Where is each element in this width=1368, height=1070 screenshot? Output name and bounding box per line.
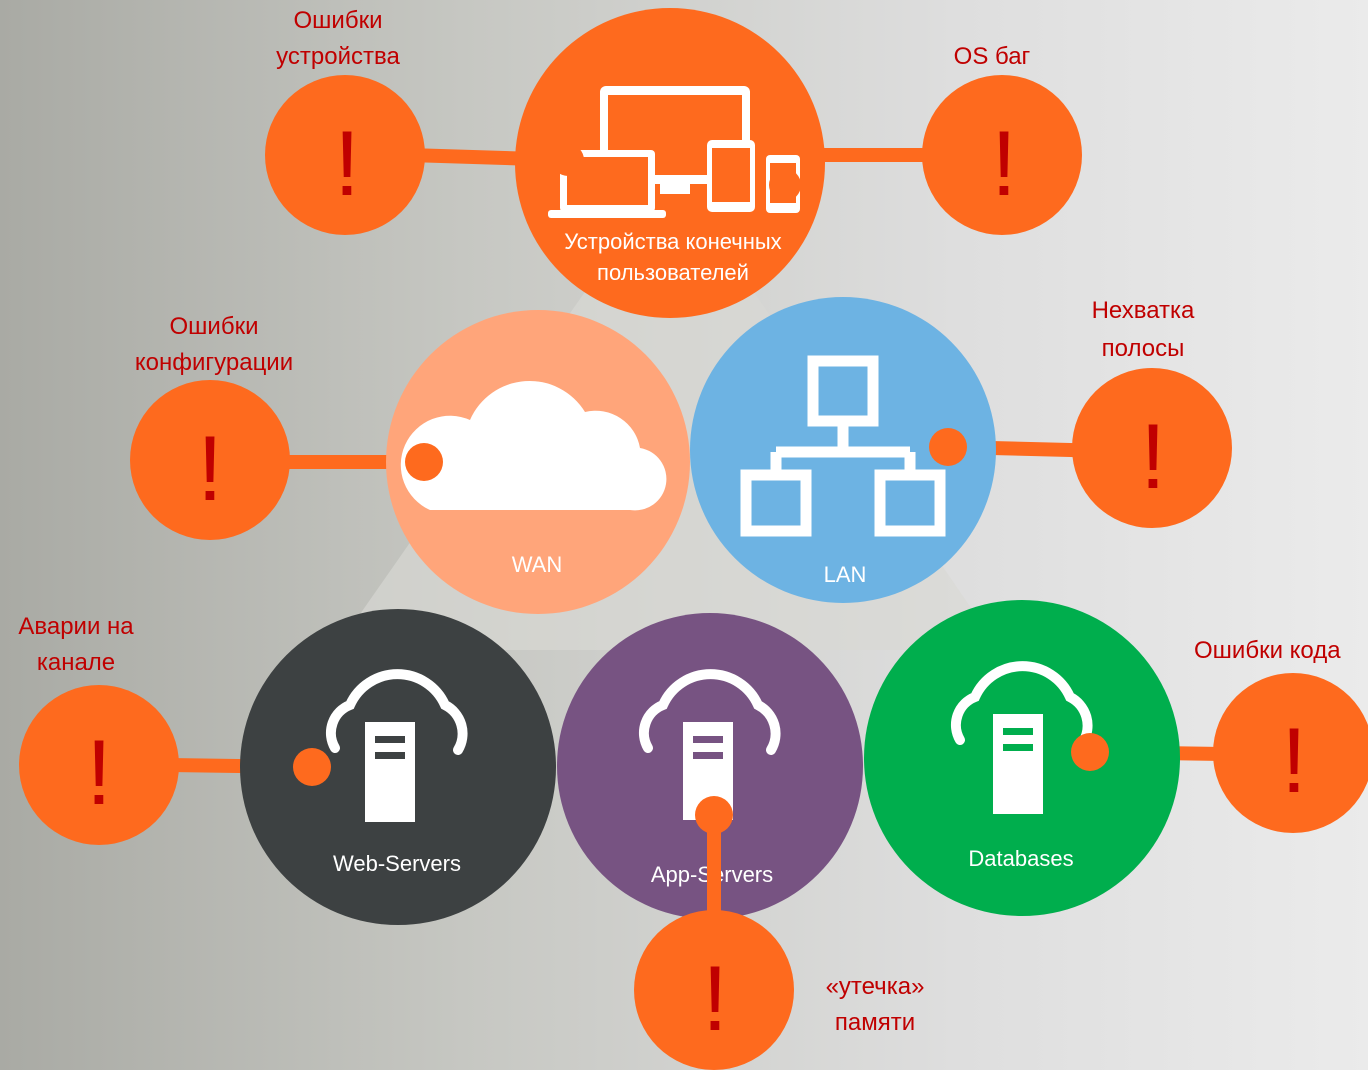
connector-node (1071, 733, 1109, 771)
cloud-server-icon (950, 661, 1093, 814)
issue-label-line-1: Ошибки кода (1194, 637, 1341, 664)
alert-icon: ! (334, 113, 360, 215)
alert-icon: ! (86, 722, 112, 824)
issue-label-line-2: канале (37, 649, 115, 676)
alert-icon: ! (1281, 710, 1307, 812)
hub-label-line-2: пользователей (597, 260, 749, 285)
issue-circle (922, 75, 1082, 235)
cloud-icon (400, 380, 667, 511)
issue-circle (634, 910, 794, 1070)
issue-label-line-1: Аварии на (18, 613, 134, 640)
issue-circle (1213, 673, 1368, 833)
issue-bandwidth: ! Нехватка полосы (1072, 297, 1232, 528)
issue-circle (19, 685, 179, 845)
alert-icon: ! (1140, 406, 1166, 508)
hub-lan: LAN (690, 297, 996, 603)
hub-databases: Databases (864, 600, 1180, 916)
hub-label-line-1: Устройства конечных (564, 229, 781, 254)
hub-label: Web-Servers (333, 851, 461, 876)
issue-label-line-1: Нехватка (1092, 297, 1195, 324)
connector-node (769, 169, 801, 201)
issue-code-errors: ! Ошибки кода (1194, 637, 1368, 833)
hub-label: Databases (968, 846, 1073, 871)
issue-label-line-1: Ошибки (294, 7, 383, 34)
issue-label-line-2: памяти (835, 1009, 915, 1036)
issue-label-line-1: Ошибки (170, 313, 259, 340)
hub-web-servers: Web-Servers (240, 609, 556, 925)
connector-node (695, 796, 733, 834)
issue-label-line-2: конфигурации (135, 349, 293, 376)
hub-label: LAN (824, 562, 867, 587)
hub-label: WAN (512, 552, 563, 577)
cloud-server-icon (325, 669, 468, 822)
issue-label-line-2: устройства (276, 43, 400, 70)
issue-circle (130, 380, 290, 540)
issue-device-errors: ! Ошибки устройства (265, 7, 425, 235)
issue-label-line-1: OS баг (954, 43, 1031, 70)
connector-node (405, 443, 443, 481)
issue-memory-leak: ! «утечка» памяти (634, 796, 924, 1070)
issue-circle (1072, 368, 1232, 528)
issue-label-line-2: полосы (1102, 335, 1185, 362)
alert-icon: ! (991, 113, 1017, 215)
network-icon (740, 355, 946, 537)
connector-node (293, 748, 331, 786)
issue-config-errors: ! Ошибки конфигурации (130, 313, 293, 540)
alert-icon: ! (702, 948, 728, 1050)
hub-wan: WAN (386, 310, 690, 614)
alert-icon: ! (197, 418, 223, 520)
issue-circle (265, 75, 425, 235)
issue-label-line-1: «утечка» (826, 973, 925, 1000)
connector-node (929, 428, 967, 466)
connector-node (552, 144, 584, 176)
issue-os-bug: ! OS баг (922, 43, 1082, 235)
hub-devices: Устройства конечных пользователей (515, 8, 825, 318)
issue-channel-outage: ! Аварии на канале (18, 613, 179, 845)
